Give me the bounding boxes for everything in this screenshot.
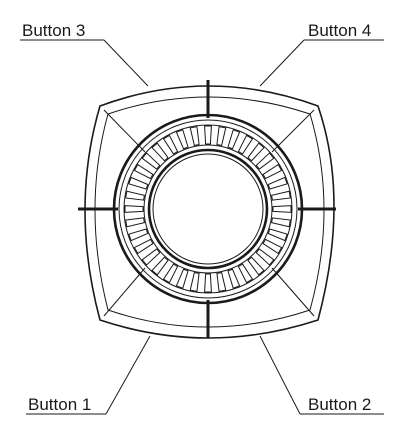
knob-fin: [125, 190, 145, 201]
knob-fin: [237, 134, 254, 155]
knob-fin: [175, 268, 189, 289]
diagonal-bottom-left: [103, 267, 146, 317]
knob-fin: [162, 263, 179, 284]
knob-fin: [151, 142, 169, 162]
knob-fin: [204, 125, 212, 145]
knob-fin: [255, 248, 275, 266]
housing-inner-edge: [94, 96, 325, 328]
knob-fin: [247, 256, 265, 276]
knob-fin: [189, 272, 200, 292]
knob-outer-ring-inner-edge: [118, 119, 298, 299]
callout-button-1-leader: [105, 335, 151, 415]
knob-fin: [227, 268, 241, 289]
knob-fin: [124, 205, 144, 213]
diagonal-top-right: [271, 109, 315, 153]
knob-fin: [267, 228, 288, 242]
knob-fin: [216, 272, 227, 292]
knob-fin: [151, 256, 169, 276]
knob-fin: [125, 217, 145, 228]
knob-fin: [227, 129, 241, 150]
knob-outer-ring: [112, 113, 304, 305]
knob-fin: [262, 238, 283, 255]
knob-fin: [128, 176, 149, 190]
knob-fin: [262, 163, 283, 180]
callout-button-3-label: Button 3: [22, 21, 85, 40]
knob-center-inner-edge: [152, 153, 264, 265]
knob-fin: [189, 126, 200, 146]
callout-button-1-label: Button 1: [28, 395, 91, 414]
knob-fins: [124, 125, 292, 293]
callout-button-2-label: Button 2: [308, 395, 371, 414]
knob-fin: [141, 152, 161, 170]
knob-fin: [271, 190, 291, 201]
callout-button-4-label: Button 4: [308, 21, 371, 40]
knob-fin: [247, 142, 265, 162]
knob-fin: [237, 263, 254, 284]
callout-button-3-leader: [103, 39, 149, 87]
callout-button-4-leader: [259, 39, 305, 87]
knob-fin: [175, 129, 189, 150]
knob-fin-track-inner: [143, 144, 273, 274]
knob-fin: [255, 152, 275, 170]
knob-center-ring: [147, 148, 269, 270]
knob-fin: [133, 163, 154, 180]
knob-fin: [141, 248, 161, 266]
knob-fin: [267, 176, 288, 190]
knob-fin: [162, 134, 179, 155]
knob-fin: [216, 126, 227, 146]
outer-housing: [84, 85, 335, 339]
diagonal-bottom-right: [271, 267, 315, 317]
knob-fin: [204, 273, 212, 293]
knob-fin: [272, 205, 292, 213]
knob-fin: [271, 217, 291, 228]
callout-button-2-leader: [259, 335, 301, 415]
knob-fin: [133, 238, 154, 255]
knob-fin: [128, 228, 149, 242]
knob-fin-track-outer: [123, 124, 293, 294]
